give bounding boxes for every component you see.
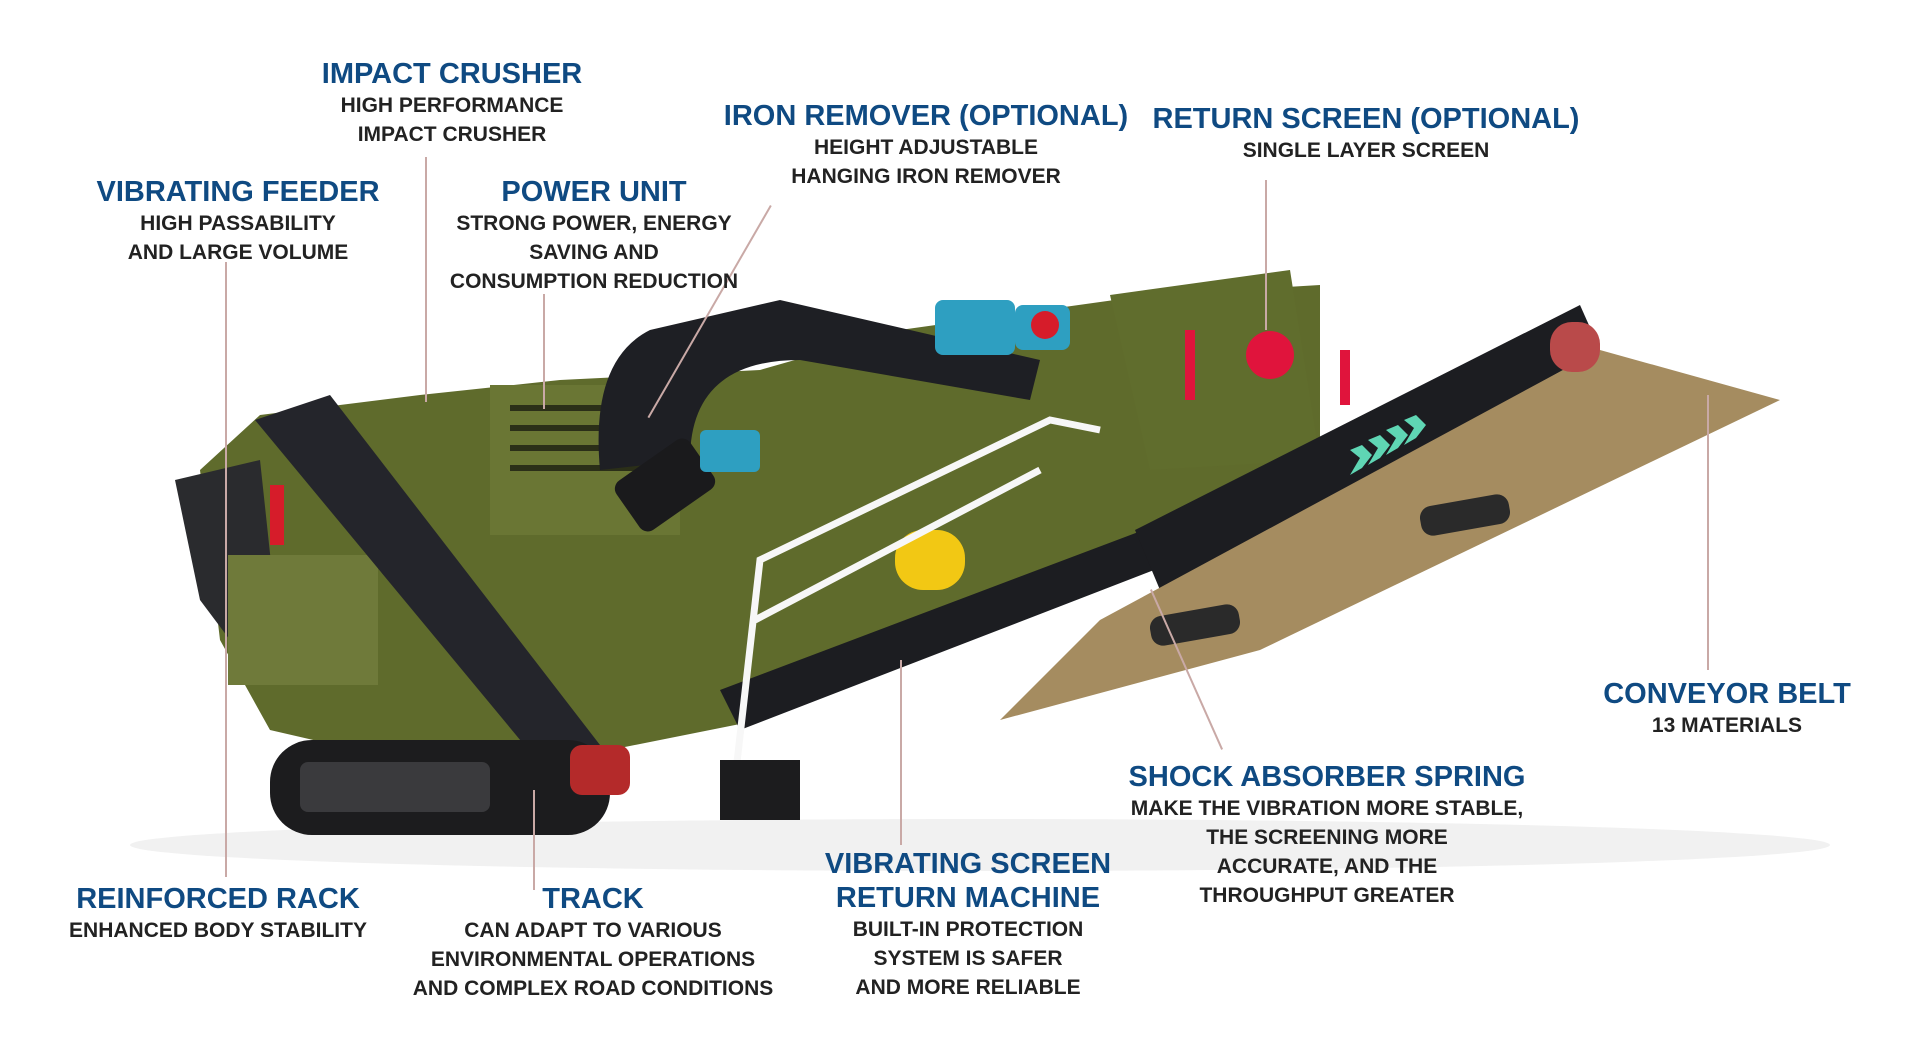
callout-title: SHOCK ABSORBER SPRING <box>1128 761 1526 793</box>
conveyor-belt-frame <box>1135 305 1600 590</box>
iron-remover-frame <box>598 300 1040 470</box>
screen-motor <box>935 300 1015 355</box>
callout-impact-crusher: IMPACT CRUSHER HIGH PERFORMANCE IMPACT C… <box>322 57 582 149</box>
leader-vibrating-screen <box>900 660 902 845</box>
callout-desc-line: BUILT-IN PROTECTION <box>852 918 1084 941</box>
feed-conveyor <box>255 395 600 770</box>
red-ribbon <box>1185 330 1350 405</box>
vibrator-motor <box>895 530 965 590</box>
callout-desc-line: ENHANCED BODY STABILITY <box>69 919 367 942</box>
callout-desc-line: ACCURATE, AND THE <box>1216 855 1438 878</box>
callout-desc-line: THE SCREENING MORE <box>1206 826 1448 849</box>
iron-remover-motor <box>700 430 760 472</box>
callout-title: VIBRATING FEEDER <box>96 176 380 208</box>
callout-vibrating-screen-return-machine: VIBRATING SCREEN RETURN MACHINE BUILT-IN… <box>825 847 1111 1002</box>
callout-title: POWER UNIT <box>501 176 687 208</box>
callout-desc-line: SYSTEM IS SAFER <box>873 947 1063 970</box>
callout-title: TRACK <box>542 883 644 915</box>
chevron-marks <box>1350 415 1426 475</box>
vibrating-screen-frame <box>720 520 1180 730</box>
callout-desc-line: ENVIRONMENTAL OPERATIONS <box>430 948 756 971</box>
power-unit-vents <box>510 405 660 471</box>
callout-power-unit: POWER UNIT STRONG POWER, ENERGY SAVING A… <box>450 175 738 296</box>
callout-desc-line: HIGH PASSABILITY <box>140 212 336 235</box>
callout-desc-line: SAVING AND <box>529 241 659 264</box>
callout-shock-absorber-spring: SHOCK ABSORBER SPRING MAKE THE VIBRATION… <box>1129 760 1526 910</box>
leader-conveyor-belt <box>1707 395 1709 670</box>
red-hydraulic <box>270 485 284 545</box>
callout-desc-line: IMPACT CRUSHER <box>357 123 547 146</box>
crawler-track-inner <box>300 762 490 812</box>
track-right <box>720 760 800 820</box>
callout-iron-remover: IRON REMOVER (OPTIONAL) HEIGHT ADJUSTABL… <box>724 99 1128 191</box>
callout-desc-line: STRONG POWER, ENERGY <box>456 212 732 235</box>
callout-desc-line: MAKE THE VIBRATION MORE STABLE, <box>1130 797 1524 820</box>
callout-desc-line: HANGING IRON REMOVER <box>791 165 1061 188</box>
callout-desc-line: CAN ADAPT TO VARIOUS <box>464 919 722 942</box>
callout-desc-line: CONSUMPTION REDUCTION <box>449 270 739 293</box>
reinforced-rack-panel <box>228 555 378 685</box>
callout-return-screen: RETURN SCREEN (OPTIONAL) SINGLE LAYER SC… <box>1153 102 1580 165</box>
red-drive-motor <box>570 745 630 795</box>
callout-title: RETURN SCREEN (OPTIONAL) <box>1152 103 1580 135</box>
leader-return-screen <box>1265 180 1267 330</box>
callout-track: TRACK CAN ADAPT TO VARIOUS ENVIRONMENTAL… <box>413 882 774 1003</box>
return-screen-box <box>1110 270 1320 470</box>
callout-desc-line: THROUGHPUT GREATER <box>1199 884 1455 907</box>
callout-desc-line: AND LARGE VOLUME <box>127 241 349 264</box>
head-pulley <box>1550 322 1600 372</box>
leader-impact-crusher <box>425 157 427 402</box>
callout-desc-line: HEIGHT ADJUSTABLE <box>813 136 1039 159</box>
callout-desc-line: AND COMPLEX ROAD CONDITIONS <box>412 977 774 1000</box>
callout-desc-line: HIGH PERFORMANCE <box>340 94 564 117</box>
callout-title: REINFORCED RACK <box>76 883 360 915</box>
callout-title: VIBRATING SCREEN <box>824 848 1112 880</box>
leader-track <box>533 790 535 890</box>
leader-power-unit <box>543 294 545 409</box>
callout-title-line2: RETURN MACHINE <box>835 882 1101 914</box>
callout-desc-line: SINGLE LAYER SCREEN <box>1242 139 1490 162</box>
callout-title: IMPACT CRUSHER <box>321 58 583 90</box>
callout-title: IRON REMOVER (OPTIONAL) <box>723 100 1129 132</box>
callout-vibrating-feeder: VIBRATING FEEDER HIGH PASSABILITY AND LA… <box>96 175 379 267</box>
callout-reinforced-rack: REINFORCED RACK ENHANCED BODY STABILITY <box>69 882 367 945</box>
leader-vibrating-feeder <box>225 262 227 877</box>
iron-remover-drum <box>614 438 716 532</box>
callout-desc-line: AND MORE RELIABLE <box>855 976 1081 999</box>
callout-desc-line: 13 MATERIALS <box>1651 714 1803 737</box>
handrail <box>731 416 1101 781</box>
callout-title: CONVEYOR BELT <box>1603 678 1851 710</box>
callout-conveyor-belt: CONVEYOR BELT 13 MATERIALS <box>1603 677 1851 740</box>
gearbox-red-cap <box>1031 311 1059 339</box>
